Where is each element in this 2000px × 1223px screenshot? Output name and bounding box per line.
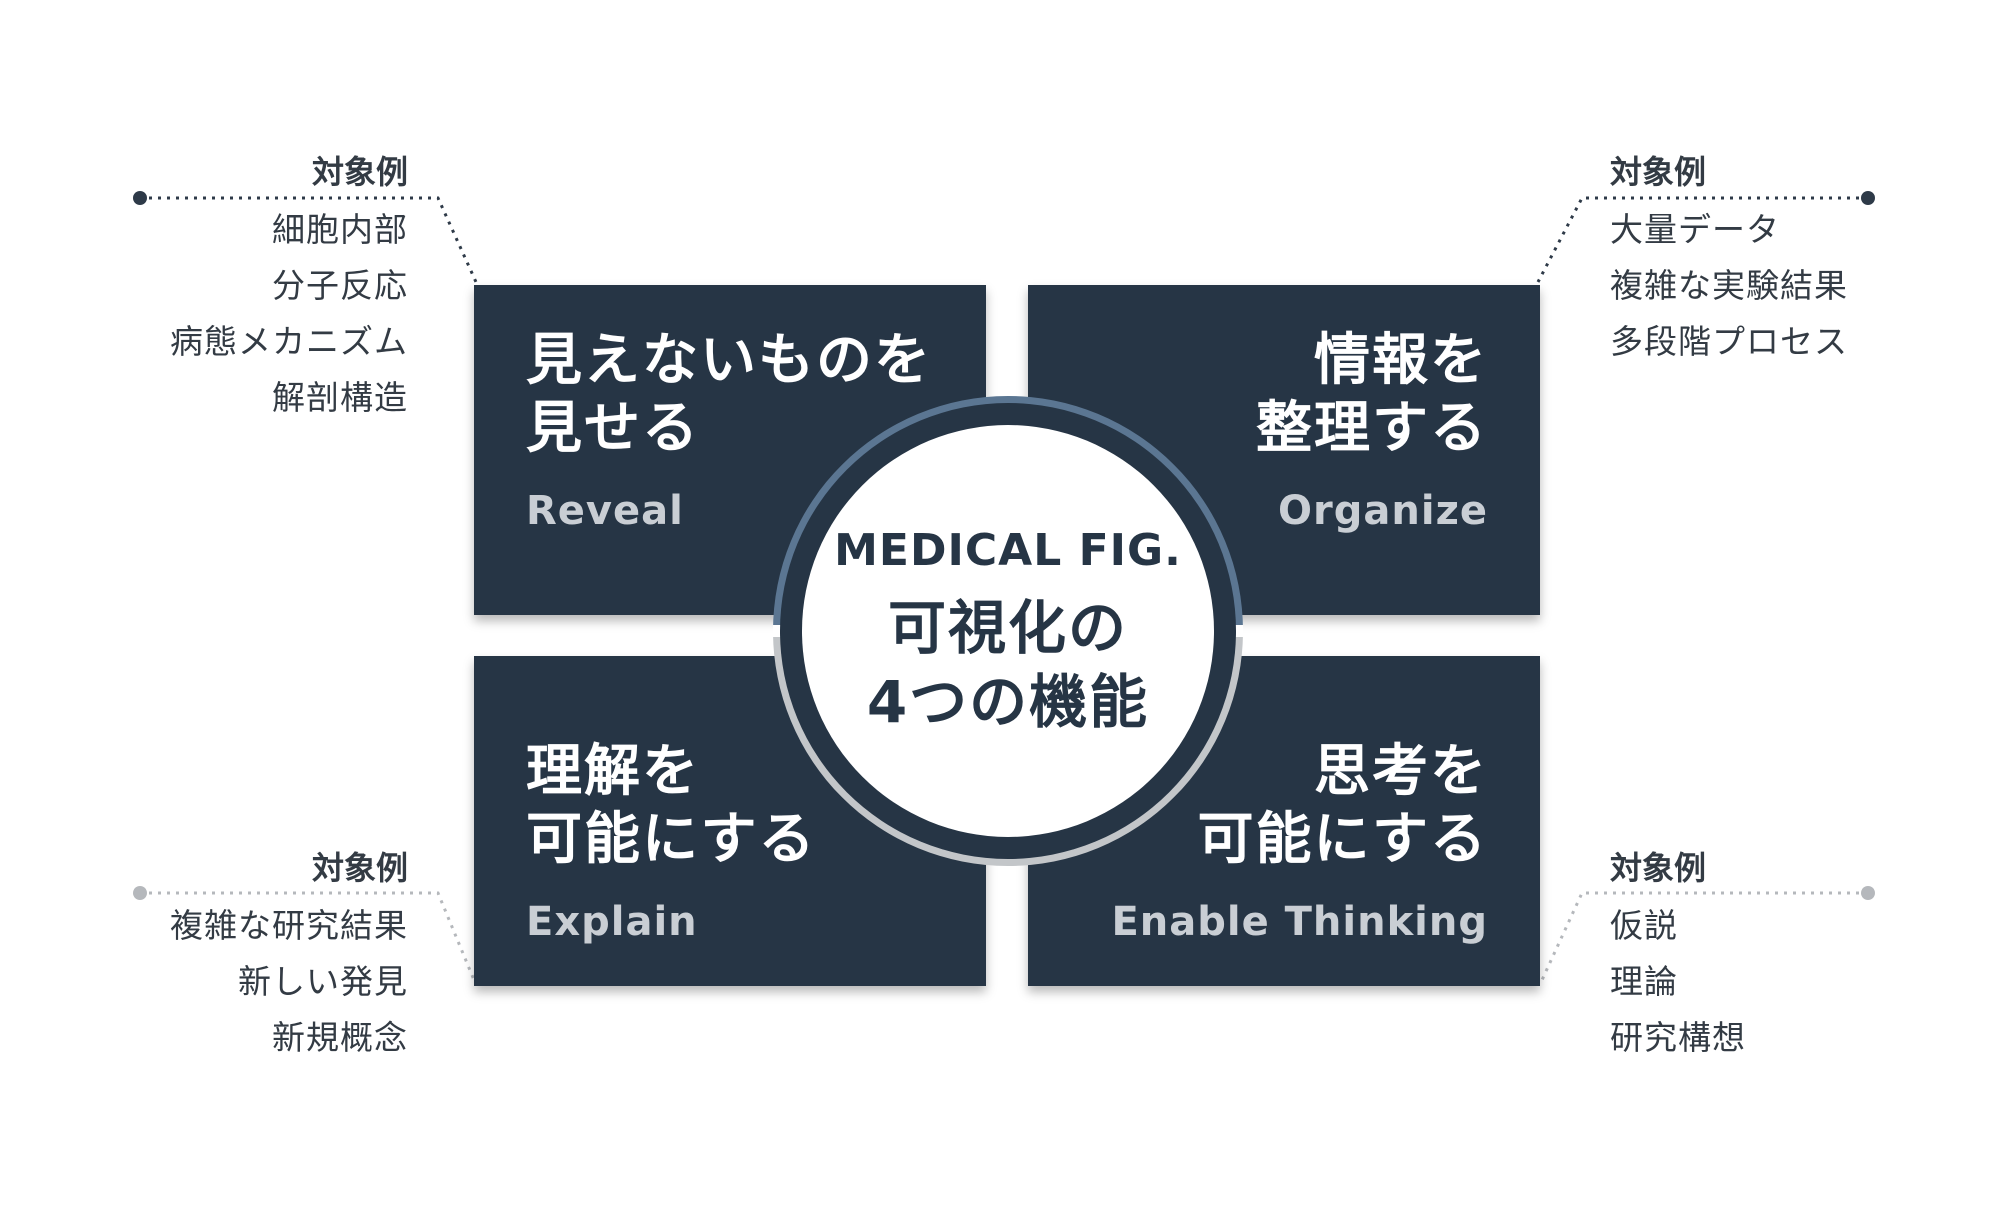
quadrant-organize-title-en: Organize (1278, 488, 1488, 534)
connector-top-left (140, 196, 478, 283)
quadrant-thinking-title-jp: 思考を 可能にする (1197, 739, 1488, 872)
example-item: 仮説 (1610, 906, 1678, 945)
example-item: 多段階プロセス (1610, 322, 1848, 361)
examples-heading: 対象例 (311, 153, 408, 191)
connector-dot-bottom-right (1861, 886, 1875, 900)
examples-heading: 対象例 (1610, 849, 1707, 887)
example-item: 分子反応 (272, 266, 408, 305)
example-item: 新しい発見 (238, 962, 408, 1001)
connector-dot-top-right (1861, 191, 1875, 205)
example-item: 研究構想 (1610, 1018, 1746, 1057)
quadrant-explain-title-en: Explain (526, 899, 698, 945)
example-item: 複雑な実験結果 (1610, 266, 1848, 305)
quadrant-organize-title-jp: 情報を 整理する (1256, 328, 1488, 461)
quadrant-thinking-title-en: Enable Thinking (1111, 899, 1488, 945)
quadrant-reveal-title-jp: 見えないものを 見せる (526, 328, 932, 461)
examples-heading: 対象例 (1610, 153, 1707, 191)
center-title-en: MEDICAL FIG. (834, 525, 1182, 576)
example-item: 病態メカニズム (170, 322, 408, 361)
connector-dot-top-left (133, 191, 147, 205)
examples-list: 複雑な研究結果 新しい発見 新規概念 (170, 898, 408, 1066)
center-circle: MEDICAL FIG. 可視化の 4つの機能 (802, 425, 1214, 837)
examples-list: 細胞内部 分子反応 病態メカニズム 解剖構造 (170, 202, 408, 426)
connector-dot-bottom-left (133, 886, 147, 900)
examples-reveal: 対象例 細胞内部 分子反応 病態メカニズム 解剖構造 (170, 152, 408, 426)
example-item: 細胞内部 (272, 210, 408, 249)
examples-explain: 対象例 複雑な研究結果 新しい発見 新規概念 (170, 848, 408, 1066)
examples-heading: 対象例 (311, 849, 408, 887)
quadrant-reveal-title-en: Reveal (526, 488, 684, 534)
example-item: 解剖構造 (272, 378, 408, 417)
quadrant-explain-title-jp: 理解を 可能にする (526, 739, 817, 872)
examples-thinking: 対象例 仮説 理論 研究構想 (1610, 848, 1746, 1066)
example-item: 新規概念 (272, 1018, 408, 1057)
example-item: 理論 (1610, 962, 1678, 1001)
examples-list: 大量データ 複雑な実験結果 多段階プロセス (1610, 202, 1848, 370)
center-title-jp: 可視化の 4つの機能 (866, 594, 1150, 736)
examples-list: 仮説 理論 研究構想 (1610, 898, 1746, 1066)
example-item: 複雑な研究結果 (170, 906, 408, 945)
examples-organize: 対象例 大量データ 複雑な実験結果 多段階プロセス (1610, 152, 1848, 370)
connector-bottom-left (140, 891, 476, 981)
example-item: 大量データ (1610, 210, 1780, 249)
